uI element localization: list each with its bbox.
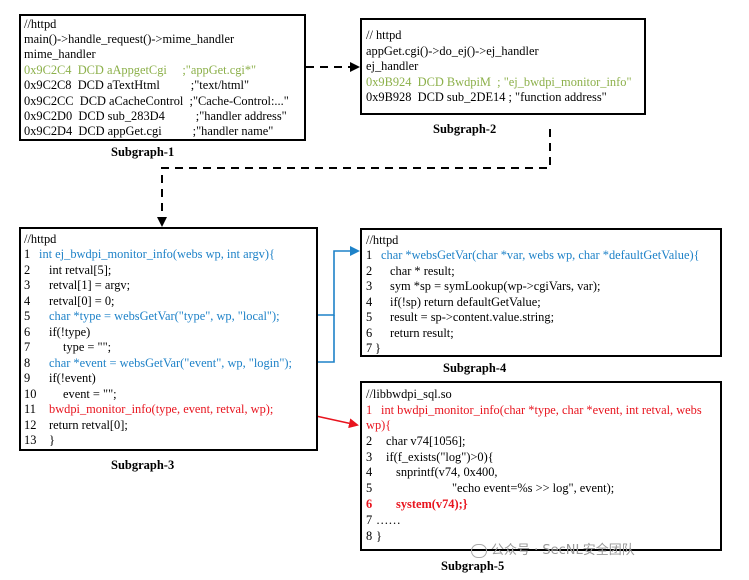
sg3-code: if(!event) <box>49 371 96 385</box>
watermark: 公众号 · SecNL安全团队 <box>471 539 635 558</box>
sg5-code: …… <box>376 513 401 527</box>
sg1-line: 0x9C2D4 DCD appGet.cgi ;"handler name" <box>24 124 274 138</box>
sg3-code-call: bwdpi_monitor_info(type, event, retval, … <box>49 402 274 416</box>
sg5-num: 4 <box>366 465 373 479</box>
sg1-line: //httpd <box>24 17 57 31</box>
sg3-code: if(!type) <box>49 325 91 339</box>
sg4-num: 5 <box>366 310 373 324</box>
sg5-code: snprintf(v74, 0x400, <box>396 465 498 479</box>
sg3-num: 1 <box>24 247 31 261</box>
sg3-num: 2 <box>24 263 31 277</box>
sg2-line: ej_handler <box>366 59 419 73</box>
sg4-num: 1 <box>366 248 373 262</box>
sg2-line: 0x9B928 DCD sub_2DE14 ; "function addres… <box>366 90 607 104</box>
sg2-line-highlight: 0x9B924 DCD BwdpiM ; "ej_bwdpi_monitor_i… <box>366 75 632 89</box>
sg5-num: 5 <box>366 481 373 495</box>
sg3-num: 12 <box>24 418 37 432</box>
wechat-icon <box>471 543 487 558</box>
sg3-code-highlight: char *type = websGetVar("type", wp, "loc… <box>49 309 280 323</box>
sg1-line-highlight: 0x9C2C4 DCD aAppgetCgi ;"appGet.cgi*" <box>24 63 257 77</box>
subgraph-4-box: //httpd 1 char *websGetVar(char *var, we… <box>360 228 722 357</box>
sg5-code-signature-cont: wp){ <box>366 418 392 432</box>
sg3-code: } <box>49 433 55 447</box>
sg5-num: 6 <box>366 497 373 511</box>
sg5-num: 7 <box>366 513 373 527</box>
subgraph-1-box: //httpd main()->handle_request()->mime_h… <box>19 14 306 141</box>
sg4-num: 6 <box>366 326 373 340</box>
sg5-code: "echo event=%s >> log", event); <box>452 481 615 495</box>
sg5-code: if(f_exists("log")>0){ <box>386 450 494 464</box>
sg1-line: 0x9C2CC DCD aCacheControl ;"Cache-Contro… <box>24 94 289 108</box>
sg5-code-signature: int bwdpi_monitor_info(char *type, char … <box>381 403 702 417</box>
sg5-code: char v74[1056]; <box>386 434 466 448</box>
sg4-num: 3 <box>366 279 373 293</box>
sg3-num: 10 <box>24 387 37 401</box>
sg4-code: sym *sp = symLookup(wp->cgiVars, var); <box>390 279 601 293</box>
sg3-num: 9 <box>24 371 31 385</box>
sg4-code-highlight: char *websGetVar(char *var, webs wp, cha… <box>381 248 700 262</box>
sg4-code: result = sp->content.value.string; <box>390 310 555 324</box>
sg3-num: 4 <box>24 294 31 308</box>
sg4-num: 4 <box>366 295 373 309</box>
subgraph-3-caption: Subgraph-3 <box>111 458 175 472</box>
subgraph-5-caption: Subgraph-5 <box>441 559 505 573</box>
sg1-line: main()->handle_request()->mime_handler <box>24 32 235 46</box>
sg4-header: //httpd <box>366 233 399 247</box>
sg3-code: type = ""; <box>63 340 112 354</box>
subgraph-1-caption: Subgraph-1 <box>111 145 175 159</box>
sg2-line: appGet.cgi()->do_ej()->ej_handler <box>366 44 539 58</box>
sg3-code: int ej_bwdpi_monitor_info(webs wp, int a… <box>39 247 275 261</box>
sg3-code: int retval[5]; <box>49 263 112 277</box>
sg5-num: 1 <box>366 403 373 417</box>
sg5-num: 8 <box>366 529 373 543</box>
sg4-code: char * result; <box>390 264 455 278</box>
sg1-line: 0x9C2D0 DCD sub_283D4 ;"handler address" <box>24 109 287 123</box>
subgraph-3-box: //httpd 1 int ej_bwdpi_monitor_info(webs… <box>19 227 318 451</box>
sg3-num: 7 <box>24 340 31 354</box>
subgraph-2-box: // httpd appGet.cgi()->do_ej()->ej_handl… <box>360 18 646 115</box>
sg4-code: if(!sp) return defaultGetValue; <box>390 295 541 309</box>
watermark-text: 公众号 · SecNL安全团队 <box>491 543 635 558</box>
sg2-line: // httpd <box>366 28 402 42</box>
sg1-line: mime_handler <box>24 47 96 61</box>
sg5-code-sink: system(v74);} <box>396 497 468 511</box>
subgraph-2-caption: Subgraph-2 <box>433 122 497 136</box>
sg3-num: 5 <box>24 309 31 323</box>
sg3-code-highlight: char *event = websGetVar("event", wp, "l… <box>49 356 292 370</box>
sg3-code: retval[0] = 0; <box>49 294 115 308</box>
sg3-code: return retval[0]; <box>49 418 128 432</box>
sg4-num: 7 <box>366 341 373 355</box>
subgraph-4-caption: Subgraph-4 <box>443 361 507 375</box>
subgraph-5-box: //libbwdpi_sql.so 1 int bwdpi_monitor_in… <box>360 381 722 551</box>
arrow-sg2-to-sg3 <box>157 129 551 227</box>
sg4-code: return result; <box>390 326 454 340</box>
sg3-num: 8 <box>24 356 31 370</box>
sg1-line: 0x9C2C8 DCD aTextHtml ;"text/html" <box>24 78 250 92</box>
sg5-num: 3 <box>366 450 373 464</box>
sg4-num: 2 <box>366 264 373 278</box>
sg3-num: 6 <box>24 325 31 339</box>
sg4-code: } <box>375 341 381 355</box>
sg3-header: //httpd <box>24 232 57 246</box>
sg3-num: 3 <box>24 278 31 292</box>
sg5-num: 2 <box>366 434 373 448</box>
sg3-code: retval[1] = argv; <box>49 278 131 292</box>
sg5-code: } <box>376 529 382 543</box>
sg5-header: //libbwdpi_sql.so <box>366 387 452 401</box>
sg3-code: event = ""; <box>63 387 117 401</box>
sg3-num: 13 <box>24 433 37 447</box>
sg3-num: 11 <box>24 402 36 416</box>
